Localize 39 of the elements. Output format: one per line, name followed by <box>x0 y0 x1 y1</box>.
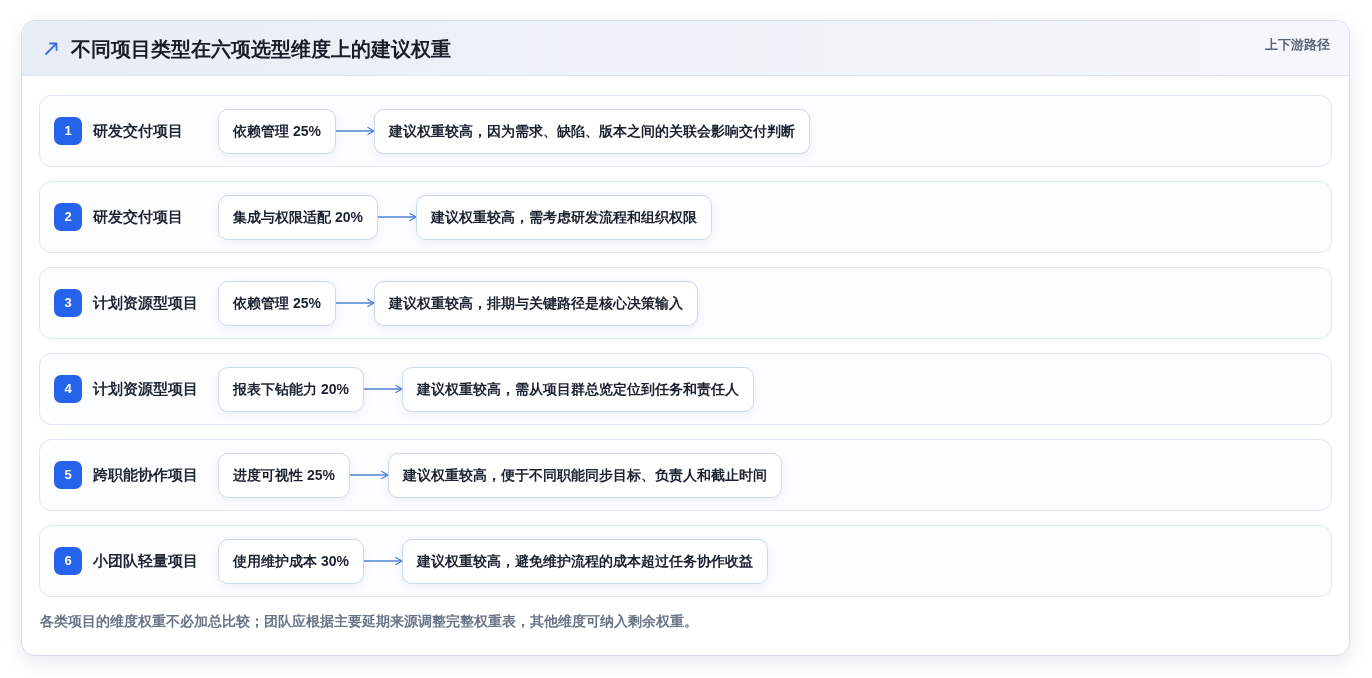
weight-box: 进度可视性 25% <box>218 452 350 498</box>
arrow <box>377 212 417 222</box>
row-card <box>39 95 1332 167</box>
note-box: 建议权重较高，便于不同职能同步目标、负责人和截止时间 <box>387 452 782 498</box>
arrow <box>363 384 403 394</box>
weight-box: 集成与权限适配 20% <box>218 194 378 240</box>
note-box: 建议权重较高，排期与关键路径是核心决策输入 <box>373 280 698 326</box>
note-box: 建议权重较高，需考虑研发流程和组织权限 <box>415 194 712 240</box>
row-card <box>39 525 1332 597</box>
arrow <box>335 298 375 308</box>
row-title: 研发交付项目 <box>93 121 184 141</box>
weight-box: 依赖管理 25% <box>218 108 336 154</box>
number-badge: 3 <box>54 289 82 317</box>
row-card <box>39 439 1332 511</box>
note-box: 建议权重较高，避免维护流程的成本超过任务协作收益 <box>401 538 768 584</box>
caption: 各类项目的维度权重不必加总比较；团队应根据主要延期来源调整完整权重表，其他维度可纳入剩余权重。 <box>40 613 698 631</box>
weight-box: 使用维护成本 30% <box>218 538 364 584</box>
number-badge: 5 <box>54 461 82 489</box>
arrow <box>335 126 375 136</box>
number-badge: 1 <box>54 117 82 145</box>
row-title: 研发交付项目 <box>93 207 184 227</box>
row-title: 跨职能协作项目 <box>93 465 199 485</box>
row-card <box>39 181 1332 253</box>
row-title: 计划资源型项目 <box>93 293 199 313</box>
number-badge: 2 <box>54 203 82 231</box>
title: 不同项目类型在六项选型维度上的建议权重 <box>71 37 451 62</box>
weight-box: 报表下钻能力 20% <box>218 366 364 412</box>
arrow <box>363 556 403 566</box>
row-title: 计划资源型项目 <box>93 379 199 399</box>
number-badge: 6 <box>54 547 82 575</box>
weight-box: 依赖管理 25% <box>218 280 336 326</box>
note-box: 建议权重较高，需从项目群总览定位到任务和责任人 <box>401 366 754 412</box>
row-card <box>39 267 1332 339</box>
arrow <box>349 470 389 480</box>
number-badge: 4 <box>54 375 82 403</box>
row-card <box>39 353 1332 425</box>
row-title: 小团队轻量项目 <box>93 551 199 571</box>
note-box: 建议权重较高，因为需求、缺陷、版本之间的关联会影响交付判断 <box>373 108 810 154</box>
header-link: 上下游路径 <box>1265 37 1330 53</box>
